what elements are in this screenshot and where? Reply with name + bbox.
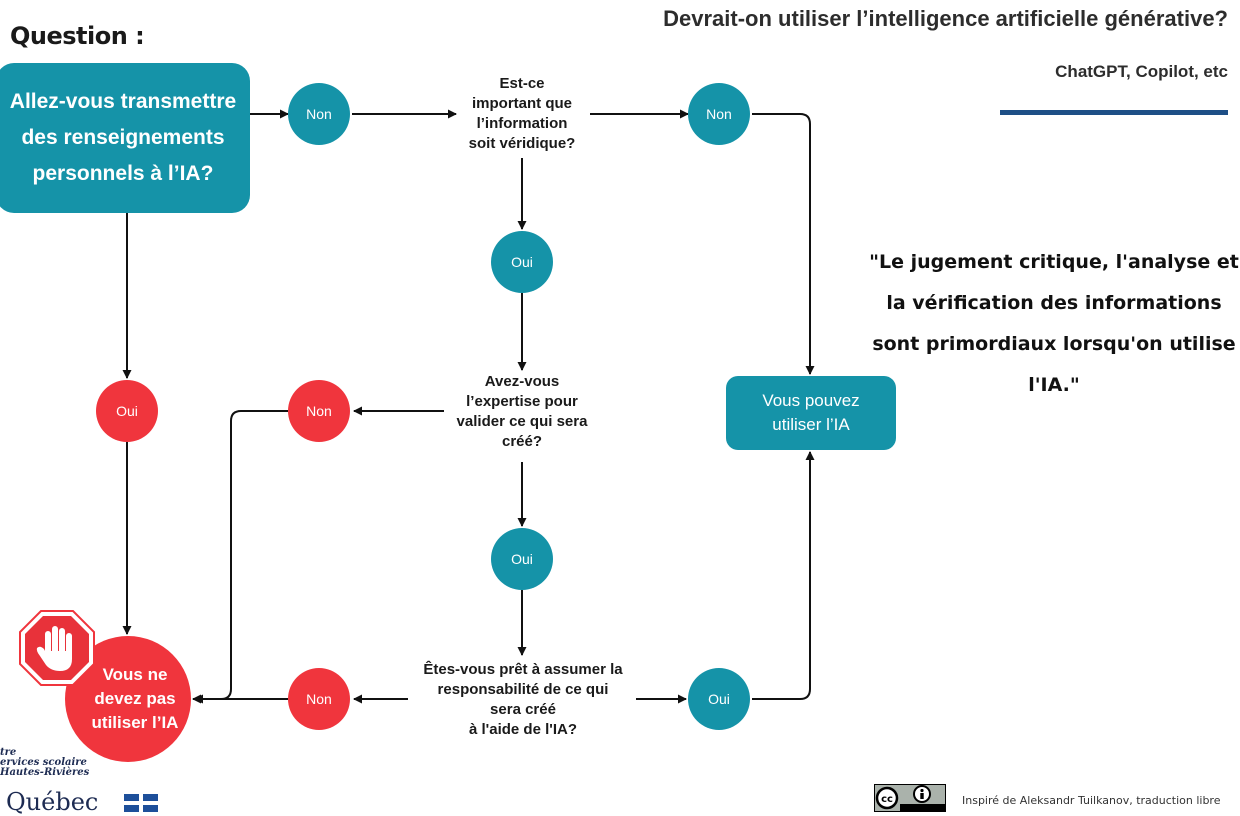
quote-text: "Le jugement critique, l'analyse et la v… — [869, 251, 1239, 396]
result-ok-box: Vous pouvez utiliser l’IA — [726, 376, 896, 450]
page-title: Devrait-on utiliser l’intelligence artif… — [663, 6, 1228, 31]
result-ok-text: Vous pouvez utiliser l’IA — [762, 391, 860, 434]
heading-question: Question : — [10, 22, 145, 50]
stop-hand-icon — [19, 610, 95, 686]
svg-text:cc: cc — [881, 794, 893, 805]
question-veridique: Est-ce important que l’information soit … — [468, 75, 576, 152]
quebec-flag-icon — [124, 794, 158, 812]
answer-non-4: Non — [288, 668, 350, 730]
title-divider — [1000, 110, 1228, 115]
answer-oui-red: Oui — [96, 380, 158, 442]
org-name: tre ervices scolaire Hautes-Rivières — [0, 747, 90, 778]
result-stop-text: Vous ne devez pas utiliser l’IA — [91, 665, 179, 732]
answer-non-1: Non — [288, 83, 350, 145]
answer-non-2: Non — [688, 83, 750, 145]
start-question-text: Allez-vous transmettre des renseignement… — [9, 90, 237, 185]
start-question-box: Allez-vous transmettre des renseignement… — [0, 63, 250, 213]
question-responsabilite: Êtes-vous prêt à assumer la responsabili… — [423, 661, 623, 738]
page-subtitle: ChatGPT, Copilot, etc — [1055, 62, 1228, 81]
answer-oui-2: Oui — [491, 528, 553, 590]
quebec-wordmark: Québec — [6, 788, 99, 816]
answer-non-3: Non — [288, 380, 350, 442]
answer-oui-1: Oui — [491, 231, 553, 293]
answer-oui-3: Oui — [688, 668, 750, 730]
question-expertise: Avez-vous l’expertise pour valider ce qu… — [456, 373, 588, 450]
cc-by-license-icon: cc — [874, 784, 946, 812]
credit-text: Inspiré de Aleksandr Tuilkanov, traducti… — [962, 794, 1221, 807]
